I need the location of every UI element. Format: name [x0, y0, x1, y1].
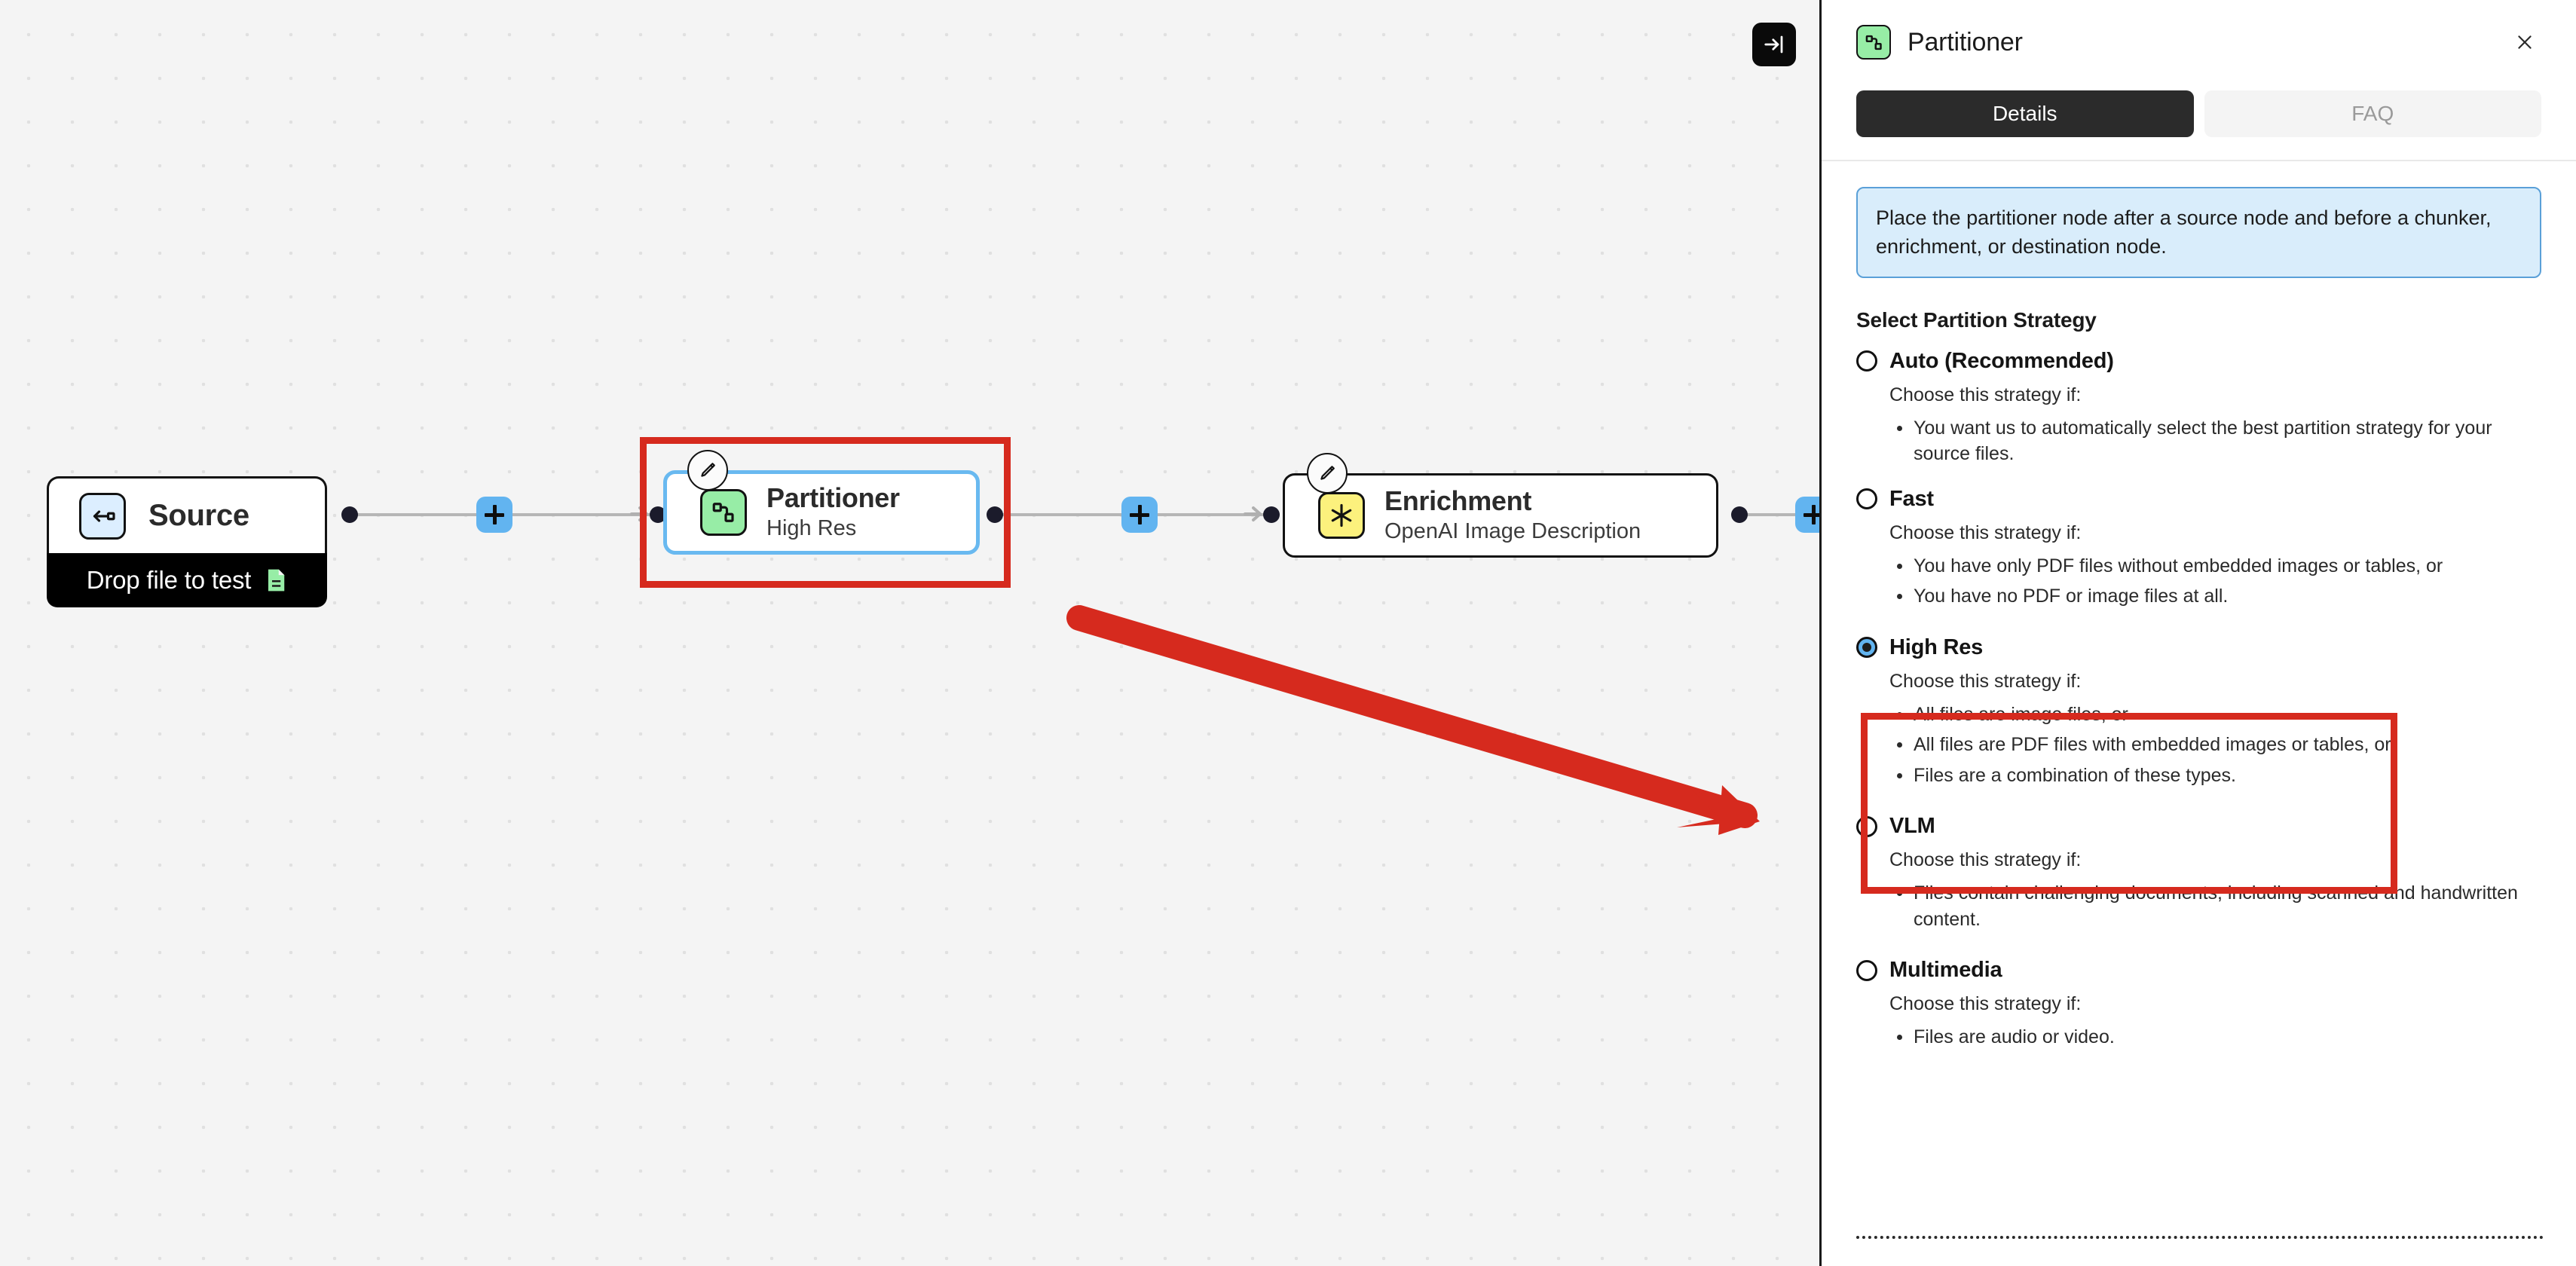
partition-strategy-options: Auto (Recommended) Choose this strategy …	[1856, 349, 2541, 1050]
node-partitioner-title: Partitioner	[766, 482, 900, 514]
edge-dot-partitioner-in	[650, 506, 666, 523]
node-partitioner-content: Partitioner High Res	[667, 483, 900, 541]
document-icon	[268, 569, 285, 592]
strategy-multimedia-note: Choose this strategy if:	[1889, 993, 2082, 1015]
panel-tabs: Details FAQ	[1822, 65, 2576, 137]
workflow-node-source[interactable]: Source	[47, 476, 327, 553]
strategy-high-res-note: Choose this strategy if:	[1889, 670, 2082, 692]
strategy-fast-head[interactable]: Fast	[1856, 487, 2541, 512]
strategy-fast-note: Choose this strategy if:	[1889, 521, 2082, 543]
radio-fast[interactable]	[1856, 488, 1877, 510]
workflow-node-enrichment[interactable]: Enrichment OpenAI Image Description	[1283, 473, 1718, 558]
panel-header: Partitioner	[1822, 0, 2576, 65]
strategy-high-res-head[interactable]: High Res	[1856, 635, 2541, 660]
plus-button-1[interactable]	[476, 497, 512, 533]
edge-enrichment-next	[1744, 513, 1797, 516]
panel-bottom-divider	[1856, 1236, 2544, 1239]
info-banner: Place the partitioner node after a sourc…	[1856, 187, 2541, 278]
workflow-canvas[interactable]: Source Drop file to test	[0, 0, 1819, 1266]
edge-dot-source-out	[341, 506, 358, 523]
annotation-red-arrow	[1066, 605, 1760, 835]
strategy-auto-head[interactable]: Auto (Recommended)	[1856, 349, 2541, 374]
edit-enrichment-button[interactable]	[1307, 453, 1348, 494]
strategy-vlm-label: VLM	[1889, 814, 1935, 839]
collapse-panel-icon	[1764, 35, 1783, 54]
strategy-auto-label: Auto (Recommended)	[1889, 348, 2114, 373]
pencil-icon	[701, 463, 715, 477]
node-source-title: Source	[148, 499, 249, 533]
strategy-multimedia-label: Multimedia	[1889, 958, 2002, 983]
strategy-high-res-label: High Res	[1889, 635, 1984, 659]
edit-partitioner-button[interactable]	[687, 450, 728, 491]
list-item: You want us to automatically select the …	[1889, 415, 2541, 467]
strategy-option-fast[interactable]: Fast Choose this strategy if: You have o…	[1856, 487, 2541, 610]
source-arrow-icon	[79, 492, 126, 540]
node-source-content: Source	[49, 492, 249, 540]
partitioner-nodes-icon	[1856, 25, 1891, 60]
section-title-partition-strategy: Select Partition Strategy	[1856, 307, 2097, 332]
plus-button-3[interactable]	[1795, 497, 1819, 533]
pencil-icon	[1320, 466, 1335, 480]
plus-button-2[interactable]	[1121, 497, 1158, 533]
list-item: Files contain challenging documents, inc…	[1889, 880, 2541, 932]
strategy-option-high-res[interactable]: High Res Choose this strategy if: All fi…	[1856, 635, 2541, 789]
tab-faq[interactable]: FAQ	[2204, 90, 2541, 137]
radio-high-res[interactable]	[1856, 637, 1877, 659]
partitioner-nodes-icon	[700, 488, 747, 536]
radio-auto[interactable]	[1856, 350, 1877, 372]
source-drop-file-bar[interactable]: Drop file to test	[47, 553, 327, 607]
source-drop-file-label: Drop file to test	[86, 566, 252, 594]
radio-vlm[interactable]	[1856, 815, 1877, 837]
close-panel-button[interactable]	[2508, 26, 2541, 59]
collapse-panel-button[interactable]	[1752, 23, 1796, 66]
node-enrichment-texts: Enrichment OpenAI Image Description	[1384, 486, 1641, 544]
edge-dot-enrichment-out	[1731, 506, 1748, 523]
list-item: All files are PDF files with embedded im…	[1889, 732, 2541, 758]
strategy-fast-bullets: You have only PDF files without embedded…	[1889, 553, 2541, 610]
node-enrichment-subtitle: OpenAI Image Description	[1384, 518, 1641, 543]
list-item: Files are a combination of these types.	[1889, 763, 2541, 789]
close-icon	[2518, 35, 2532, 49]
list-item: Files are audio or video.	[1889, 1024, 2541, 1050]
edge-dot-partitioner-out	[987, 506, 1003, 523]
strategy-option-auto[interactable]: Auto (Recommended) Choose this strategy …	[1856, 349, 2541, 467]
strategy-high-res-bullets: All files are image files, or All files …	[1889, 702, 2541, 789]
panel-title: Partitioner	[1908, 27, 2023, 57]
panel-divider	[1822, 160, 2576, 161]
node-enrichment-title: Enrichment	[1384, 485, 1532, 517]
list-item: All files are image files, or	[1889, 702, 2541, 728]
strategy-option-multimedia[interactable]: Multimedia Choose this strategy if: File…	[1856, 958, 2541, 1050]
strategy-fast-label: Fast	[1889, 486, 1934, 511]
strategy-vlm-bullets: Files contain challenging documents, inc…	[1889, 880, 2541, 932]
strategy-multimedia-bullets: Files are audio or video.	[1889, 1024, 2541, 1050]
strategy-option-vlm[interactable]: VLM Choose this strategy if: Files conta…	[1856, 814, 2541, 932]
radio-multimedia[interactable]	[1856, 959, 1877, 981]
node-source-texts: Source	[148, 499, 249, 533]
strategy-auto-bullets: You want us to automatically select the …	[1889, 415, 2541, 467]
node-partitioner-texts: Partitioner High Res	[766, 483, 900, 541]
strategy-multimedia-head[interactable]: Multimedia	[1856, 958, 2541, 983]
edge-dot-enrichment-in	[1263, 506, 1280, 523]
sparkle-asterisk-icon	[1318, 491, 1365, 539]
list-item: You have no PDF or image files at all.	[1889, 583, 2541, 610]
tab-details[interactable]: Details	[1856, 90, 2194, 137]
partitioner-details-panel: Partitioner Details FAQ Place the partit…	[1819, 0, 2576, 1266]
node-partitioner-subtitle: High Res	[766, 515, 857, 540]
panel-body: Place the partitioner node after a sourc…	[1822, 161, 2576, 1050]
strategy-auto-note: Choose this strategy if:	[1889, 384, 2082, 405]
strategy-vlm-note: Choose this strategy if:	[1889, 849, 2082, 871]
list-item: You have only PDF files without embedded…	[1889, 553, 2541, 579]
node-enrichment-content: Enrichment OpenAI Image Description	[1285, 486, 1641, 544]
strategy-vlm-head[interactable]: VLM	[1856, 814, 2541, 839]
edge-arrow-2	[1244, 506, 1262, 521]
